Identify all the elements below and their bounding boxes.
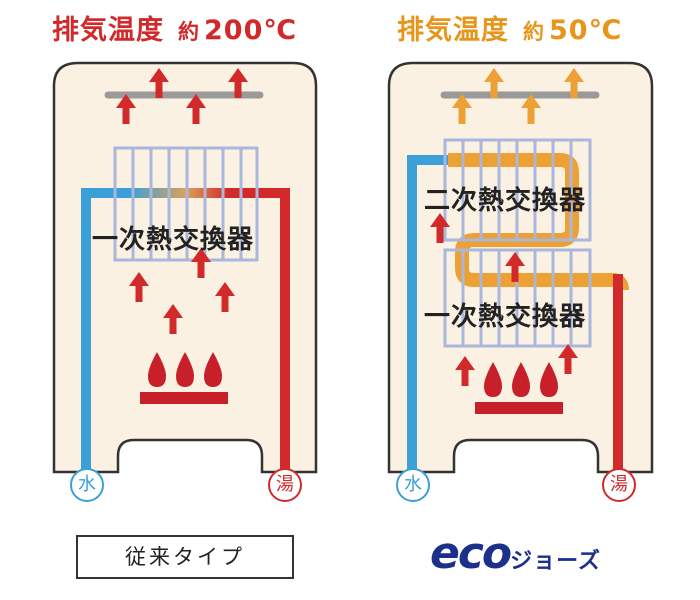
left-burner bbox=[140, 392, 228, 404]
left-title-approx: 約 bbox=[178, 20, 200, 44]
right-burner-flames bbox=[484, 362, 558, 397]
right-water-inlet-badge: 水 bbox=[396, 468, 430, 502]
right-secondary-exchanger bbox=[443, 138, 592, 242]
left-hot-outlet-badge: 湯 bbox=[268, 468, 302, 502]
conventional-type-caption: 従来タイプ bbox=[76, 535, 294, 579]
left-primary-exchanger-label: 一次熱交換器 bbox=[92, 225, 255, 255]
right-primary-exchanger-label: 一次熱交換器 bbox=[424, 302, 587, 332]
right-burner bbox=[475, 402, 563, 414]
right-title-approx: 約 bbox=[523, 20, 545, 44]
right-cold-pipe bbox=[407, 155, 448, 472]
right-secondary-exchanger-label: 二次熱交換器 bbox=[424, 186, 587, 216]
left-burner-flames bbox=[148, 352, 222, 387]
left-water-inlet-badge: 水 bbox=[70, 468, 104, 502]
left-title-main: 排気温度 bbox=[52, 15, 164, 46]
eco-jozu-logo: ecoジョーズ bbox=[430, 528, 601, 579]
right-hot-outlet-badge: 湯 bbox=[602, 468, 636, 502]
left-heater-body bbox=[52, 61, 318, 474]
left-title-value: 200℃ bbox=[204, 15, 298, 46]
jozu-logo-text: ジョーズ bbox=[510, 549, 602, 574]
left-primary-exchanger bbox=[113, 146, 259, 262]
right-title-value: 50℃ bbox=[549, 15, 623, 46]
eco-logo-text: eco bbox=[430, 528, 512, 579]
right-title-main: 排気温度 bbox=[397, 15, 509, 46]
